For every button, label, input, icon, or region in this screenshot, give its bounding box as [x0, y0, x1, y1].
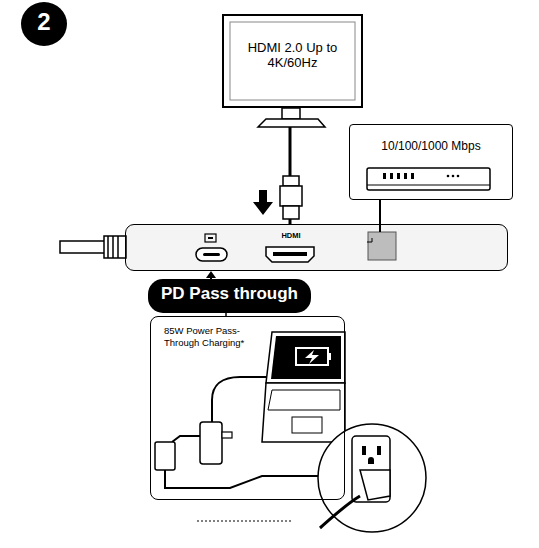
usb-c-tongue — [203, 253, 220, 256]
label-text: HDMI 2.0 Up to 4K/60Hz — [243, 40, 343, 70]
laptop-base — [262, 383, 345, 442]
outlet-ground — [368, 457, 374, 464]
label-text: 10/100/1000 Mbps — [350, 139, 512, 153]
outlet-inset — [318, 424, 426, 532]
power-cord — [165, 470, 320, 488]
connector — [206, 271, 216, 279]
laptop-screen — [271, 336, 341, 379]
outlet-slot — [362, 446, 366, 455]
label-text: HDMI — [266, 231, 316, 240]
monitor-screen — [230, 22, 355, 100]
plug — [360, 470, 390, 500]
label-text: 2 — [21, 2, 67, 42]
router-device — [367, 168, 490, 190]
hub: HDMI — [125, 224, 508, 271]
hdmi-port-contacts — [273, 252, 307, 256]
pd-pass-through-label: PD Pass through — [148, 279, 311, 313]
hdmi-port — [266, 247, 314, 262]
usb-c-port — [196, 248, 227, 261]
charger — [155, 442, 175, 470]
hub-cable — [60, 241, 105, 253]
connector — [380, 200, 381, 224]
laptop-cable — [212, 377, 266, 422]
router-leds — [383, 173, 459, 179]
hdmi-plug-tip — [283, 206, 299, 219]
pd-icon-mark — [208, 237, 213, 239]
mini-hub-plug — [222, 432, 232, 438]
strain-relief — [104, 236, 126, 258]
battery-tip — [328, 353, 331, 360]
strain-relief-ribs — [108, 236, 118, 258]
monitor: HDMI 2.0 Up to 4K/60Hz — [222, 14, 363, 108]
callout-number: 2 — [21, 2, 67, 46]
router-panel: 10/100/1000 Mbps — [349, 124, 513, 200]
mini-hub — [200, 422, 222, 464]
hub-body — [125, 224, 508, 271]
hdmi-plug — [280, 186, 302, 206]
trackpad — [292, 417, 322, 433]
router-line — [367, 185, 490, 186]
ethernet-port — [368, 232, 396, 260]
charger-cable — [172, 436, 200, 442]
lightning — [305, 350, 319, 364]
plug-cord — [320, 496, 360, 528]
label-text: 85W Power Pass-Through Charging* — [164, 325, 272, 349]
battery-icon — [296, 348, 328, 365]
outlet-slot — [377, 446, 381, 455]
keyboard — [268, 390, 340, 410]
ethernet-cable — [379, 224, 381, 232]
laptop-lid — [266, 332, 345, 383]
monitor-base — [258, 119, 325, 127]
ethernet-icon — [367, 238, 372, 242]
monitor-neck — [282, 108, 300, 119]
charging-inset: 85W Power Pass-Through Charging* — [150, 316, 345, 500]
hdmi-plug-boot — [283, 176, 299, 186]
pd-icon — [205, 234, 216, 242]
label-text: PD Pass through — [148, 279, 311, 309]
dotted-line — [197, 521, 292, 522]
wall-plate — [352, 436, 390, 502]
insert-arrow — [253, 190, 273, 215]
